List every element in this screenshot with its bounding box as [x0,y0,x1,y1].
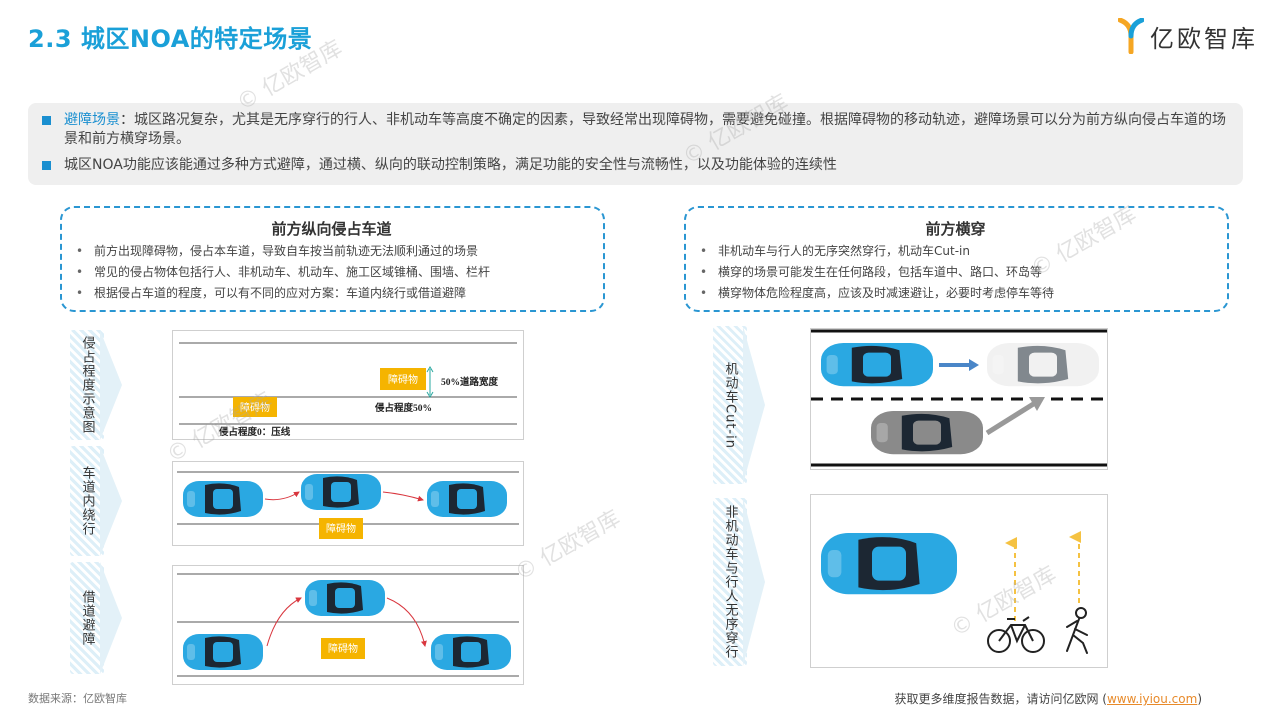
tab-label: 侵占程度示意图 [79,336,95,434]
ghost-car-icon [987,343,1099,387]
obstacle-label: 障碍物 [388,373,418,386]
right-scenario-box: 前方横穿 非机动车与行人的无序突然穿行，机动车Cut-in 横穿的场景可能发生在… [684,206,1229,312]
path-arrow [386,597,427,647]
list-item: 非机动车与行人的无序突然穿行，机动车Cut-in [700,241,1211,262]
borrow-lane-diagram: 障碍物 [172,565,524,685]
width-label: 50%道路宽度 [441,376,499,388]
tab-label: 非机动车与行人无序穿行 [722,505,738,659]
tab-crossing: 非机动车与行人无序穿行 [713,498,767,666]
obstacle-box [321,638,365,659]
obstacle-label: 障碍物 [240,401,270,414]
crossing-diagram [810,494,1108,668]
intro-bullet-2: 城区NOA功能应该能通过多种方式避障，通过横、纵向的联动控制策略，满足功能的安全… [42,156,1229,175]
list-item: 横穿物体危险程度高，应该及时减速避让，必要时考虑停车等待 [700,283,1211,304]
occupancy-50-label: 侵占程度50% [374,402,432,414]
cut-in-car-icon [871,411,983,455]
bicycle-icon [987,616,1045,653]
list-item: 常见的侵占物体包括行人、非机动车、机动车、施工区域锥桶、围墙、栏杆 [76,262,587,283]
tab-label: 车道内绕行 [79,466,95,536]
obstacle-box [233,397,277,417]
ego-car-icon [301,474,381,510]
path-arrow [266,597,302,647]
intro-text-1: ：城区路况复杂，尤其是无序穿行的行人、非机动车等高度不确定的因素，导致经常出现障… [64,112,1226,147]
left-box-list: 前方出现障碍物，侵占本车道，导致自车按当前轨迹无法顺利通过的场景 常见的侵占物体… [76,241,587,304]
occupancy-diagram: 障碍物 50%道路宽度 侵占程度50% 障碍物 侵占程度0：压线 [172,330,524,440]
ego-car-icon [183,634,263,670]
intro-bullet-1: 避障场景：城区路况复杂，尤其是无序穿行的行人、非机动车等高度不确定的因素，导致经… [42,111,1229,149]
logo-icon [1118,18,1144,54]
in-lane-bypass-diagram: 障碍物 [172,461,524,546]
tab-label: 机动车Cut-in [722,361,738,449]
obstacle-box [319,518,363,539]
footer-note: 获取更多维度报告数据，请访问亿欧网 (www.iyiou.com) [894,690,1202,707]
obstacle-label: 障碍物 [328,642,358,655]
watermark: © 亿欧智库 [510,506,625,587]
ego-car-icon [183,481,263,517]
obstacle-label: 障碍物 [326,522,356,535]
tab-label: 借道避障 [79,590,95,646]
pedestrian-icon [1066,607,1088,654]
logo: 亿欧智库 [1118,18,1258,54]
list-item: 横穿的场景可能发生在任何路段，包括车道中、路口、环岛等 [700,262,1211,283]
ego-car-icon [821,533,957,595]
data-source: 数据来源：亿欧智库 [28,692,127,705]
bullet-square-icon [42,161,51,170]
tab-cut-in: 机动车Cut-in [713,326,767,484]
cut-in-arrow [985,400,1037,436]
occupancy-0-label: 侵占程度0：压线 [218,426,291,438]
intro-box: 避障场景：城区路况复杂，尤其是无序穿行的行人、非机动车等高度不确定的因素，导致经… [28,103,1243,185]
list-item: 前方出现障碍物，侵占本车道，导致自车按当前轨迹无法顺利通过的场景 [76,241,587,262]
ego-car-icon [431,634,511,670]
list-item: 根据侵占车道的程度，可以有不同的应对方案：车道内绕行或借道避障 [76,283,587,304]
tab-borrow-lane: 借道避障 [70,562,124,674]
ego-car-icon [305,580,385,616]
ego-car-icon [821,343,933,387]
cut-in-diagram [810,328,1108,470]
path-arrow [264,491,300,501]
right-box-list: 非机动车与行人的无序突然穿行，机动车Cut-in 横穿的场景可能发生在任何路段，… [700,241,1211,304]
bullet-square-icon [42,116,51,125]
intro-keyword: 避障场景 [64,112,120,128]
obstacle-box [380,368,426,390]
footer-note-prefix: 获取更多维度报告数据，请访问亿欧网 ( [894,692,1107,706]
tab-in-lane-bypass: 车道内绕行 [70,446,124,556]
ego-car-icon [427,481,507,517]
page-title: 2.3 城区NOA的特定场景 [28,25,313,53]
right-box-title: 前方横穿 [925,220,986,238]
path-arrow [382,491,424,502]
tab-occupancy-diagram: 侵占程度示意图 [70,330,124,440]
left-box-title: 前方纵向侵占车道 [271,220,392,238]
intro-text-2: 城区NOA功能应该能通过多种方式避障，通过横、纵向的联动控制策略，满足功能的安全… [64,157,837,173]
footer-link[interactable]: www.iyiou.com [1106,692,1198,706]
logo-text: 亿欧智库 [1150,24,1258,53]
left-scenario-box: 前方纵向侵占车道 前方出现障碍物，侵占本车道，导致自车按当前轨迹无法顺利通过的场… [60,206,605,312]
footer-note-suffix: ) [1197,692,1202,706]
